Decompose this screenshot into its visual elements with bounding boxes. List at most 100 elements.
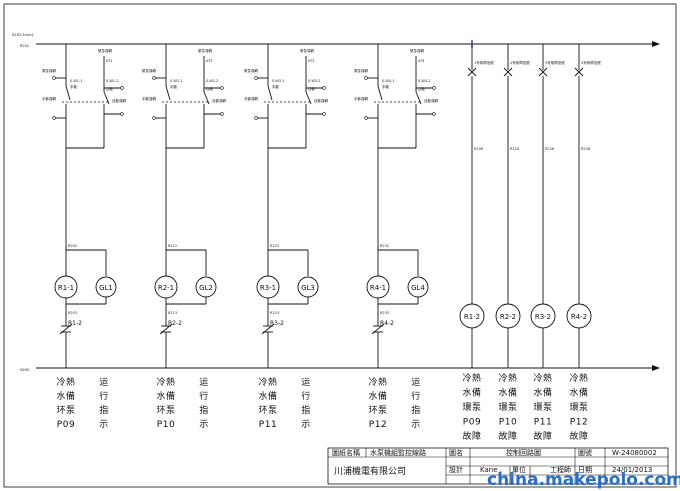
auto-run-label: 自動運轉 bbox=[424, 98, 438, 103]
description-text: 冷熱 bbox=[56, 376, 75, 388]
contact-label: R2-2 bbox=[168, 320, 182, 327]
auto-run-label: 自動運轉 bbox=[112, 98, 126, 103]
auto-mode-label: 自動 bbox=[308, 86, 316, 91]
fault-description-text: P09 bbox=[463, 418, 481, 428]
description-text: 行 bbox=[99, 390, 109, 402]
drawing-frame bbox=[3, 3, 677, 488]
tb-sheet-value: 控制回路圖 bbox=[506, 448, 541, 457]
switch-right-label: S.W4-2 bbox=[418, 79, 431, 83]
relay-label: R2-1 bbox=[158, 284, 174, 292]
lamp-label: GL2 bbox=[199, 284, 213, 292]
tb-no-label: 圖號 bbox=[578, 448, 592, 457]
switch-right-label: S.W1-2 bbox=[106, 79, 119, 83]
description-text: 运 bbox=[411, 377, 421, 388]
switch-right-label: S.W2-2 bbox=[206, 79, 219, 83]
wire-number: R216 bbox=[510, 147, 519, 151]
switch-left-label: S.W4-1 bbox=[382, 79, 395, 83]
manual-mode-label: 手動 bbox=[272, 84, 280, 89]
auto-mode-label: 自動 bbox=[106, 86, 113, 91]
fault-contact bbox=[574, 67, 584, 77]
terminal bbox=[152, 76, 156, 80]
wire-number-low: R223 bbox=[270, 311, 279, 315]
description-text: 指 bbox=[411, 404, 421, 416]
relay-label: R4-1 bbox=[370, 284, 386, 292]
description-text: 运 bbox=[199, 377, 209, 388]
watermark-text: china.makepolo.com bbox=[487, 470, 680, 490]
manual-mode-label: 手動 bbox=[170, 84, 177, 89]
auto-run-label: 自動運轉 bbox=[314, 98, 328, 103]
fault-description-text: 環泵 bbox=[569, 402, 588, 413]
fault-description-text: 環泵 bbox=[462, 402, 481, 413]
manual-mode-label: 手動 bbox=[70, 84, 77, 89]
description-text: 示 bbox=[199, 420, 209, 430]
relay-label: R1-1 bbox=[58, 284, 74, 292]
fault-contact bbox=[503, 67, 513, 77]
wire-number-mid: R222 bbox=[270, 244, 279, 248]
switch-contact bbox=[65, 85, 71, 101]
description-text: 示 bbox=[411, 420, 421, 430]
wire-number-top: AT1 bbox=[106, 59, 113, 63]
description-text: 行 bbox=[301, 390, 311, 402]
fault-description-text: 水備 bbox=[498, 387, 517, 399]
switch-contact bbox=[267, 85, 273, 101]
tb-no-value: W-24080002 bbox=[612, 449, 657, 457]
terminal bbox=[220, 86, 224, 90]
wire-number: R226 bbox=[545, 147, 554, 151]
terminal bbox=[120, 112, 124, 116]
fault-relay-label: R4-2 bbox=[571, 313, 587, 321]
fault-description-text: 水備 bbox=[569, 387, 588, 399]
switch-right-label: S.W3-2 bbox=[308, 79, 321, 83]
switch-contact bbox=[415, 91, 422, 105]
fault-description-text: P12 bbox=[570, 418, 588, 428]
fault-description-text: 環泵 bbox=[498, 402, 517, 413]
lamp-label: GL4 bbox=[411, 284, 425, 292]
description-text: 示 bbox=[99, 420, 109, 430]
contact-slash bbox=[371, 323, 385, 335]
bus-source-label: R1R2.5mm2 bbox=[12, 33, 34, 37]
description-text: 环泵 bbox=[368, 405, 387, 416]
manual-run-label: 手動運轉 bbox=[42, 96, 56, 101]
pump-control-column: 緊急運轉手動運轉S.W4-1手動S.W4-2自動自動運轉緊急運轉AT4R232R… bbox=[354, 44, 438, 430]
switch-left-label: S.W3-1 bbox=[272, 79, 285, 83]
description-text: P09 bbox=[57, 420, 75, 430]
fault-description-text: 故障 bbox=[462, 430, 481, 442]
wire-number-low: R213 bbox=[168, 311, 177, 315]
top-bus-arrow bbox=[652, 41, 660, 47]
tb-design-value: Kane . bbox=[480, 466, 502, 474]
contact-slash bbox=[159, 323, 173, 335]
note-label: 緊急運轉 bbox=[198, 48, 212, 53]
wire-number-low: R233 bbox=[380, 311, 389, 315]
terminal bbox=[52, 76, 56, 80]
tb-project-value: 水泵機組監控線路 bbox=[370, 448, 426, 457]
wire-number-mid: R202 bbox=[68, 244, 77, 248]
fault-contact bbox=[467, 67, 477, 77]
description-text: 行 bbox=[199, 390, 209, 402]
fault-description-text: 冷熱 bbox=[533, 372, 552, 384]
wire-number: R206 bbox=[474, 147, 483, 151]
contact-label: R1-2 bbox=[68, 320, 82, 327]
description-text: P12 bbox=[369, 420, 387, 430]
tb-date-value: 24/01/2013 bbox=[612, 466, 652, 474]
fault-relay-label: R2-2 bbox=[500, 313, 516, 321]
terminal bbox=[364, 76, 368, 80]
tb-project-label: 圖紙名稱 bbox=[332, 448, 360, 457]
terminal bbox=[254, 76, 258, 80]
note-label: 緊急運轉 bbox=[142, 68, 156, 73]
description-text: 环泵 bbox=[156, 405, 175, 416]
manual-run-label: 手動運轉 bbox=[142, 96, 156, 101]
description-text: 运 bbox=[301, 377, 311, 388]
wire-number-top: AT2 bbox=[206, 59, 213, 63]
fault-input-label: 1号故障信號 bbox=[474, 60, 494, 65]
pump-control-column: 緊急運轉手動運轉S.W2-1手動S.W2-2自動自動運轉緊急運轉AT2R212R… bbox=[142, 44, 226, 430]
fault-description-text: 環泵 bbox=[533, 402, 552, 413]
note-label: 緊急運轉 bbox=[42, 68, 56, 73]
tb-date-label: 日期 bbox=[578, 466, 592, 474]
title-block: 圖紙名稱 水泵機組監控線路 川浦機電有限公司 圖名 控制回路圖 設計 Kane … bbox=[327, 447, 669, 485]
switch-left-label: S.W2-1 bbox=[170, 79, 183, 83]
description-text: 冷熱 bbox=[156, 376, 175, 388]
terminal bbox=[220, 112, 224, 116]
contact-slash bbox=[59, 323, 73, 335]
